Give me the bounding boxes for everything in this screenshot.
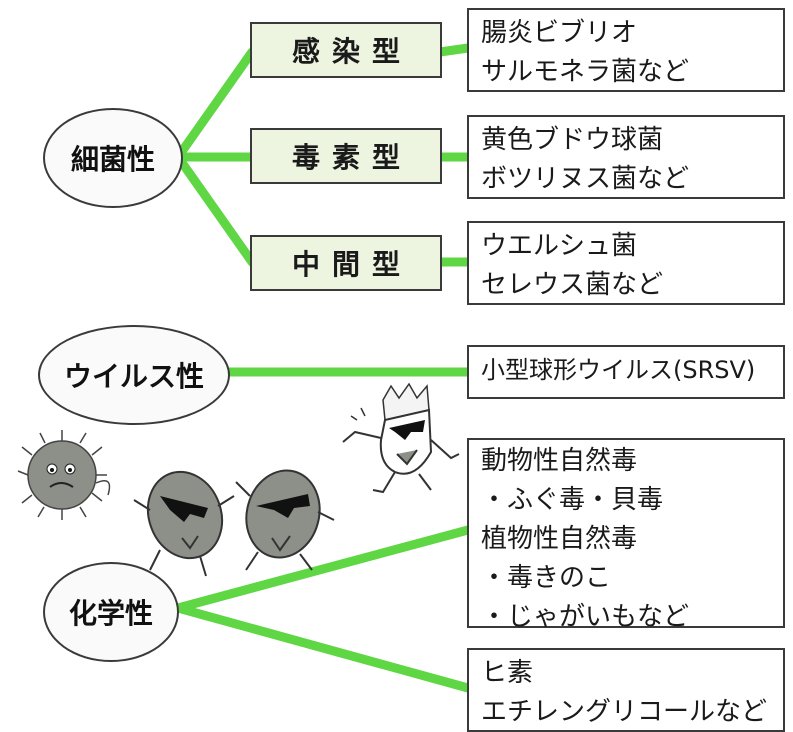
- category-chemical-label: 化学性: [68, 597, 153, 630]
- example-line: エチレングリコールなど: [481, 697, 768, 727]
- example-line: ボツリヌス菌など: [481, 164, 690, 194]
- examples-chemicals: ヒ素 エチレングリコールなど: [467, 648, 785, 732]
- example-line: ・じゃがいもなど: [481, 602, 690, 632]
- connector-bacterial-infection: [173, 47, 257, 162]
- examples-intermediate: ウエルシュ菌 セレウス菌など: [467, 221, 785, 305]
- category-viral: ウイルス性: [38, 325, 230, 425]
- connector-bacterial-intermediate: [173, 152, 257, 267]
- subtype-infection-label: 感染型: [291, 35, 412, 68]
- example-line: ウエルシュ菌: [481, 231, 638, 261]
- oval-germ-character-right: [235, 469, 335, 571]
- example-line: 動物性自然毒: [481, 446, 638, 476]
- subtype-toxin: 毒素型: [250, 128, 442, 184]
- example-line: ・ふぐ毒・貝毒: [481, 485, 664, 515]
- crown-germ-character: [342, 382, 460, 494]
- category-bacterial: 細菌性: [43, 108, 183, 208]
- connector-chemical-compound: [173, 603, 473, 693]
- example-line: 腸炎ビブリオ: [481, 18, 638, 48]
- subtype-intermediate: 中間型: [250, 235, 442, 291]
- oval-germ-character-left: [133, 470, 235, 577]
- subtype-intermediate-label: 中間型: [291, 248, 412, 281]
- subtype-toxin-label: 毒素型: [291, 141, 412, 174]
- connector-infection-box: [435, 43, 473, 57]
- example-line: ヒ素: [481, 658, 534, 688]
- example-line: 植物性自然毒: [481, 524, 638, 554]
- examples-viral: 小型球形ウイルス(SRSV): [467, 345, 785, 399]
- example-line: サルモネラ菌など: [481, 57, 690, 87]
- subtype-infection: 感染型: [250, 22, 442, 78]
- virus-germ-character: [17, 430, 111, 520]
- examples-natural-toxins: 動物性自然毒 ・ふぐ毒・貝毒 植物性自然毒 ・毒きのこ ・じゃがいもなど: [467, 438, 785, 632]
- examples-toxin: 黄色ブドウ球菌 ボツリヌス菌など: [467, 115, 785, 199]
- example-line: ・毒きのこ: [481, 563, 612, 593]
- category-chemical: 化学性: [43, 562, 179, 662]
- example-line: セレウス菌など: [481, 270, 664, 300]
- example-line: 黄色ブドウ球菌: [481, 125, 664, 155]
- category-viral-label: ウイルス性: [63, 360, 204, 393]
- connector-chemical-natural: [173, 525, 473, 613]
- example-line: 小型球形ウイルス(SRSV): [481, 356, 756, 384]
- category-bacterial-label: 細菌性: [70, 143, 155, 176]
- examples-infection: 腸炎ビブリオ サルモネラ菌など: [467, 8, 785, 92]
